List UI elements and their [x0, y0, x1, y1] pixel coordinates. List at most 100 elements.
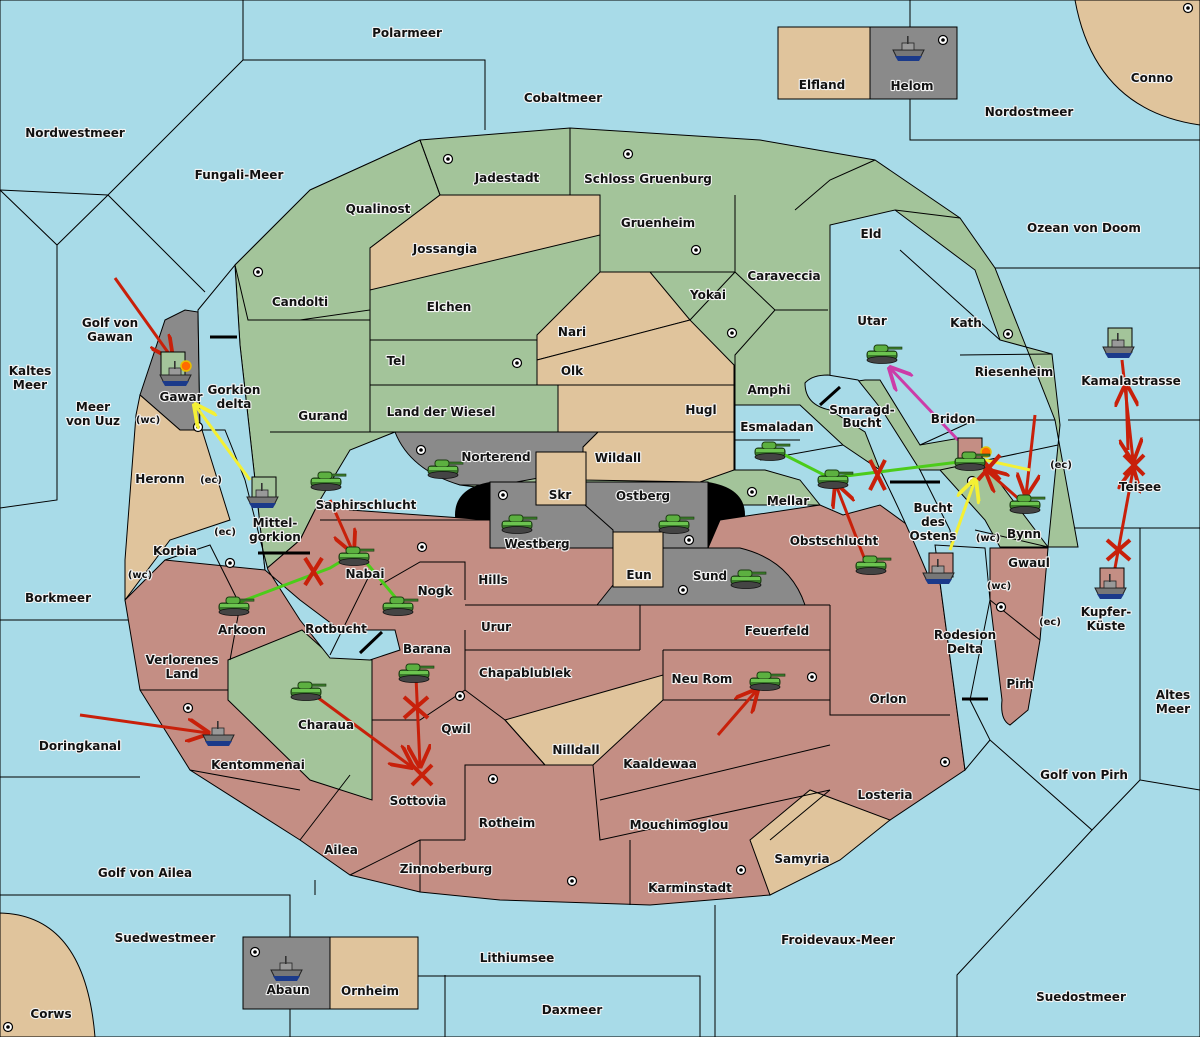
label-fungali-meer: Fungali-Meer: [195, 168, 284, 182]
label-westberg: Westberg: [504, 537, 569, 551]
label-charaua: Charaua: [298, 718, 354, 732]
region-conno[interactable]: [1074, 0, 1200, 126]
label-jossangia: Jossangia: [412, 242, 477, 256]
label-arkoon: Arkoon: [218, 623, 266, 637]
region-eun[interactable]: [612, 531, 664, 588]
label-gwaul: Gwaul: [1008, 556, 1050, 570]
label-kaaldewaa: Kaaldewaa: [623, 757, 697, 771]
label-gurand: Gurand: [298, 409, 348, 423]
coast-korbia-ec: (ec): [214, 527, 236, 538]
label-saphirschlucht: Saphirschlucht: [316, 498, 417, 512]
label-orlon: Orlon: [869, 692, 906, 706]
coast-heronn-ec: (ec): [200, 475, 222, 486]
order-move-arrow: [836, 485, 867, 561]
label-korbia: Korbia: [153, 544, 197, 558]
label-suedostmeer: Suedostmeer: [1036, 990, 1126, 1004]
label-kaltes-meer-2: Meer: [13, 378, 47, 392]
label-smaragd-bucht-2: Bucht: [842, 416, 881, 430]
region-charaua[interactable]: [227, 629, 373, 801]
label-mellar: Mellar: [767, 494, 809, 508]
label-nordwestmeer: Nordwestmeer: [25, 126, 125, 140]
label-riesenheim: Riesenheim: [975, 365, 1054, 379]
label-altes-meer-1: Altes: [1156, 688, 1190, 702]
label-qwil: Qwil: [441, 722, 471, 736]
region-heronn-korbia[interactable]: [124, 394, 231, 602]
label-sottovia: Sottovia: [390, 794, 447, 808]
region-ornheim[interactable]: [329, 936, 419, 1010]
label-gawar: Gawar: [159, 390, 202, 404]
label-ostberg: Ostberg: [616, 489, 670, 503]
land-labels: Elfland Helom Conno Corws Abaun Ornheim …: [29, 70, 1174, 1022]
label-norterend: Norterend: [461, 450, 530, 464]
label-amphi: Amphi: [747, 383, 790, 397]
label-rotbucht: Rotbucht: [305, 622, 367, 636]
region-gwaul-pirh[interactable]: [989, 547, 1049, 726]
label-land-der-wiesel: Land der Wiesel: [387, 405, 496, 419]
label-ozean-von-doom: Ozean von Doom: [1027, 221, 1141, 235]
label-smaragd-bucht-1: Smaragd-: [829, 403, 894, 417]
order-retreat-arrow: [890, 368, 960, 442]
label-wildall: Wildall: [595, 451, 641, 465]
label-rodesion-delta-1: Rodesion: [934, 628, 996, 642]
region-samyria[interactable]: [749, 789, 891, 896]
region-nari[interactable]: [536, 271, 691, 361]
label-qualinost: Qualinost: [346, 202, 411, 216]
region-smaragd-bucht-ostens[interactable]: [804, 374, 956, 581]
coast-gawar-wc: (wc): [136, 415, 160, 426]
adjacency-arrows: [210, 335, 988, 701]
label-daxmeer: Daxmeer: [542, 1003, 603, 1017]
label-esmaladan: Esmaladan: [740, 420, 813, 434]
label-kentommenai: Kentommenai: [211, 758, 305, 772]
order-move-arrow: [328, 499, 353, 552]
units-layer: [159, 35, 1135, 982]
coast-gwaul-ec: (ec): [1039, 617, 1061, 628]
label-neu-rom: Neu Rom: [672, 672, 733, 686]
orders-layer: [79, 277, 1146, 787]
label-jadestadt: Jadestadt: [474, 171, 540, 185]
region-olk[interactable]: [536, 319, 735, 386]
region-skr[interactable]: [535, 451, 587, 506]
label-kath: Kath: [950, 316, 982, 330]
order-convoy-arrow: [948, 480, 975, 551]
label-heronn: Heronn: [135, 472, 184, 486]
label-bucht-des-ostens-3: Ostens: [910, 529, 957, 543]
label-mittelgorkion-1: Mittel-: [253, 516, 298, 530]
label-eun: Eun: [626, 568, 651, 582]
label-golf-von-gawan-2: Gawan: [87, 330, 133, 344]
order-move-arrow: [416, 676, 420, 766]
label-pirh: Pirh: [1006, 677, 1033, 691]
label-suedwestmeer: Suedwestmeer: [115, 931, 216, 945]
label-borkmeer: Borkmeer: [25, 591, 91, 605]
order-move-arrow: [1126, 385, 1128, 451]
label-polarmeer: Polarmeer: [372, 26, 442, 40]
label-altes-meer-2: Meer: [1156, 702, 1190, 716]
label-corws: Corws: [30, 1007, 71, 1021]
label-verlorenes-land-2: Land: [166, 667, 199, 681]
label-losteria: Losteria: [857, 788, 912, 802]
label-nilldall: Nilldall: [552, 743, 599, 757]
label-urur: Urur: [481, 620, 511, 634]
order-move-arrow: [113, 277, 172, 358]
label-nogk: Nogk: [418, 584, 454, 598]
label-bucht-des-ostens-2: des: [921, 515, 945, 529]
order-move-arrow: [1026, 414, 1035, 495]
explosion-icon: [180, 360, 192, 372]
label-samyria: Samyria: [774, 852, 829, 866]
label-golf-von-pirh: Golf von Pirh: [1040, 768, 1128, 782]
label-zinnoberburg: Zinnoberburg: [400, 862, 492, 876]
region-elfland[interactable]: [777, 26, 871, 100]
label-caraveccia: Caraveccia: [747, 269, 820, 283]
label-abaun: Abaun: [266, 983, 309, 997]
label-schloss-gruenburg: Schloss Gruenburg: [584, 172, 712, 186]
label-yokai: Yokai: [689, 288, 726, 302]
label-gruenheim: Gruenheim: [621, 216, 695, 230]
label-nabai: Nabai: [346, 567, 385, 581]
failed-order-marks: [303, 453, 1146, 787]
label-bridon: Bridon: [931, 412, 976, 426]
label-candolti: Candolti: [272, 295, 328, 309]
coast-korbia-wc: (wc): [128, 570, 152, 581]
label-bucht-des-ostens-1: Bucht: [913, 501, 952, 515]
label-golf-von-gawan-1: Golf von: [82, 316, 138, 330]
